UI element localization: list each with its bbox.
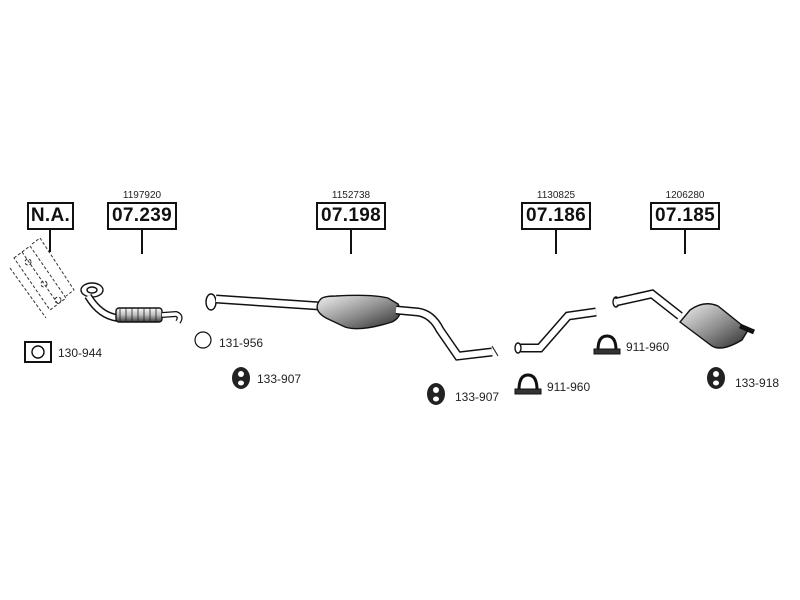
leader-line: [350, 230, 352, 254]
part-code-box: 07.239: [107, 202, 177, 230]
accessory-label: 133-907: [455, 390, 500, 404]
accessory-label: 133-907: [257, 372, 302, 386]
gasket-icon: [24, 341, 52, 363]
leader-line: [141, 230, 143, 254]
accessory-label: 911-960: [547, 380, 591, 394]
rubber-mount-icon: [427, 383, 445, 405]
na-part-outline: [9, 237, 75, 319]
rubber-mount-icon: [707, 367, 725, 389]
rubber-mount-icon: [232, 367, 250, 389]
ref-number: 1197920: [122, 190, 162, 201]
part-code-box: 07.186: [521, 202, 591, 230]
leader-line: [555, 230, 557, 254]
intermediate-pipe-07186: [514, 307, 597, 354]
ref-number: 1130825: [536, 190, 576, 201]
accessory-label: 911-960: [626, 340, 670, 354]
leader-line: [49, 230, 51, 252]
ring-icon: [194, 331, 212, 349]
clamp-icon: [593, 334, 621, 355]
accessory-label: 133-918: [735, 376, 780, 390]
leader-line: [684, 230, 686, 254]
middle-pipe-07198: [205, 293, 499, 361]
rear-muffler-07185: [612, 289, 755, 349]
clamp-icon: [514, 373, 542, 395]
ref-number: 1206280: [665, 190, 705, 201]
part-code-box: 07.185: [650, 202, 720, 230]
accessory-label: 130-944: [58, 346, 103, 360]
part-code-box: N.A.: [27, 202, 74, 230]
front-pipe-07239: [80, 282, 183, 324]
part-code-box: 07.198: [316, 202, 386, 230]
accessory-label: 131-956: [219, 336, 264, 350]
ref-number: 1152738: [331, 190, 371, 201]
